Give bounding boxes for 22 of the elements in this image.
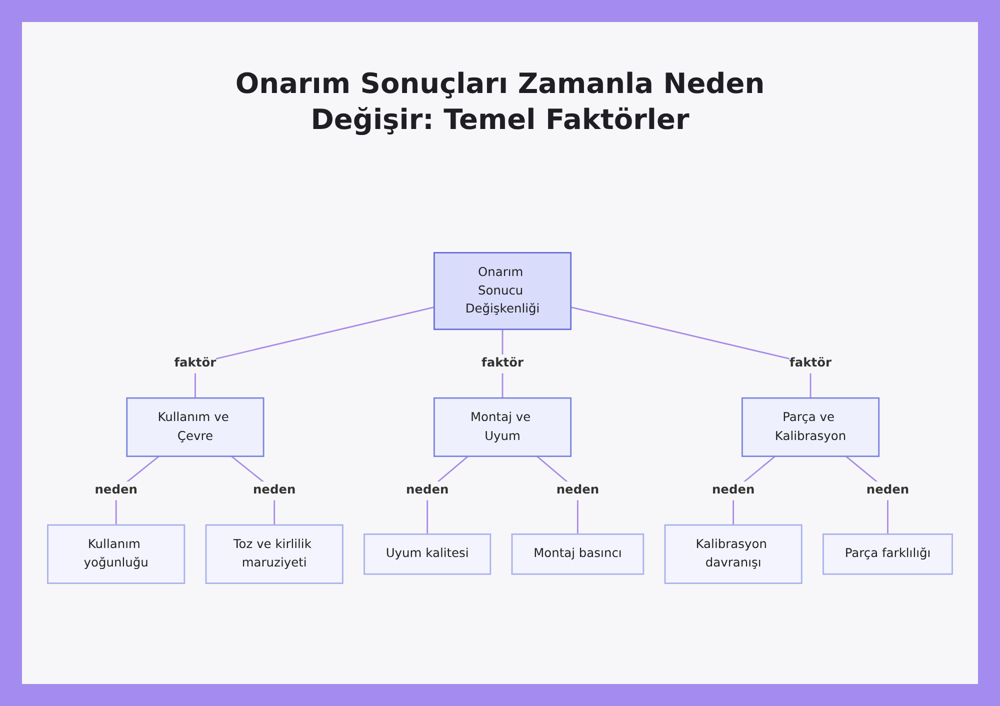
edge-label: neden	[252, 482, 296, 498]
node-box: Parça farklılığı	[822, 533, 953, 575]
edge-label: faktör	[790, 356, 832, 370]
edge-label: neden	[556, 482, 600, 498]
edge-label: faktör	[174, 356, 216, 370]
node-box: Onarım Sonucu Değişkenliği	[433, 252, 572, 330]
edge-label: neden	[406, 482, 449, 498]
edge-label: neden	[712, 482, 755, 498]
node-box: Kalibrasyon davranışı	[664, 524, 802, 584]
node-box: Toz ve kirlilik maruziyeti	[205, 524, 344, 584]
node-box: Montaj ve Uyum	[433, 397, 572, 458]
edge-label: neden	[94, 482, 138, 498]
edge-label: faktör	[482, 356, 524, 370]
node-box: Uyum kalitesi	[364, 533, 492, 575]
edge-label: neden	[866, 482, 910, 498]
node-box: Montaj basıncı	[511, 533, 644, 575]
connector	[194, 306, 434, 398]
diagram-title: Onarım Sonuçları Zamanla Neden Değişir: Temel Faktörler	[234, 66, 766, 138]
node-box: Parça ve Kalibrasyon	[741, 397, 880, 458]
node-box: Kullanım yoğunluğu	[47, 524, 186, 584]
node-box: Kullanım ve Çevre	[126, 397, 264, 458]
connector	[570, 306, 812, 398]
